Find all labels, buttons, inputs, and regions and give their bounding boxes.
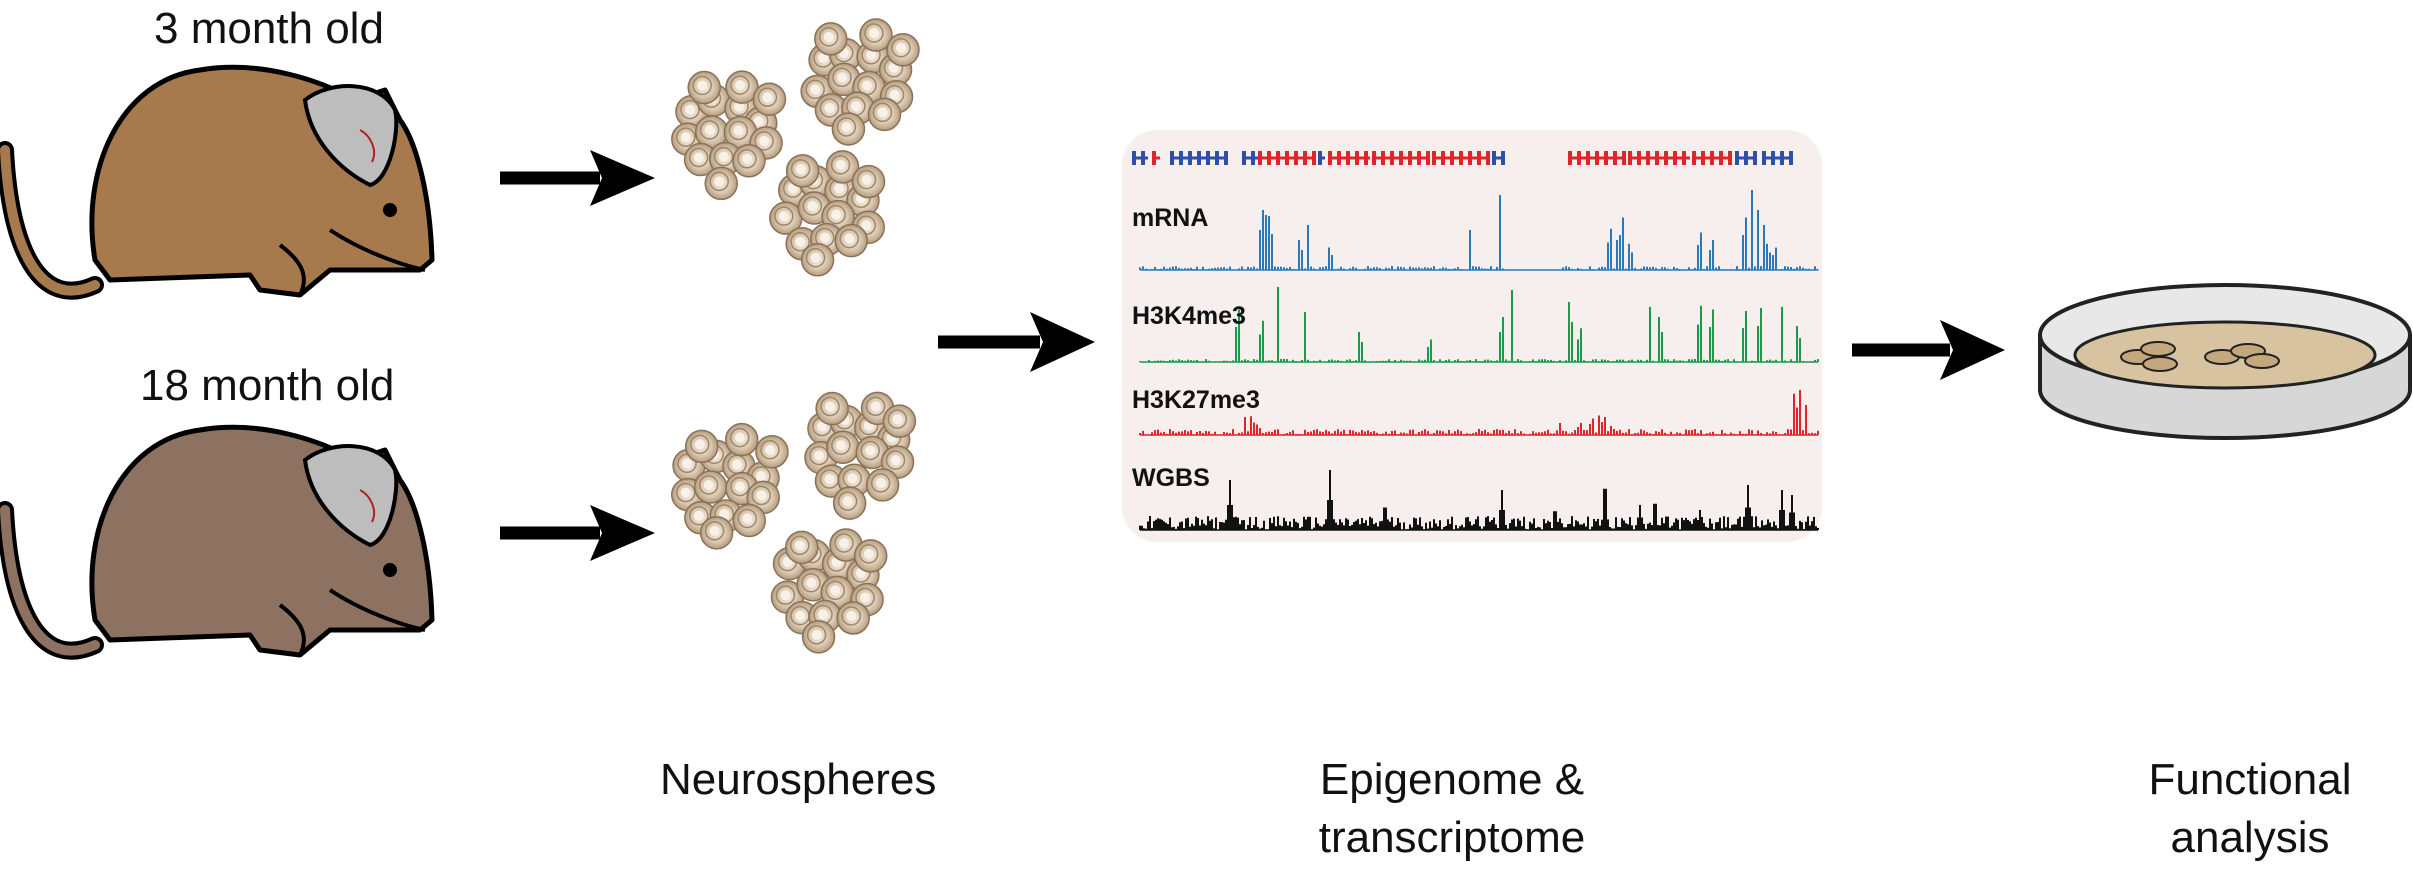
arrow-epigenome-to-functional <box>1852 320 2005 380</box>
neurosphere-cell <box>867 97 902 132</box>
neurosphere-cell <box>834 223 868 258</box>
neurosphere-cell <box>704 166 738 201</box>
signal-track-mrna <box>1139 190 1819 271</box>
epigenome-label-line1: Epigenome & <box>1319 755 1585 804</box>
functional-label: Functional analysis <box>2110 751 2390 867</box>
arrow-neurospheres-to-epigenome <box>938 312 1095 372</box>
neurosphere-cluster <box>671 422 789 550</box>
neurosphere-cell <box>725 70 759 104</box>
gene-model <box>1432 151 1490 165</box>
gene-model <box>1328 151 1370 165</box>
neurosphere-cell <box>815 391 849 426</box>
signal-track-h3k4me3 <box>1139 287 1819 363</box>
neurosphere-cell <box>785 530 819 565</box>
gene-model <box>1170 151 1228 165</box>
neurosphere-cluster <box>671 70 787 201</box>
track-label-wgbs: WGBS <box>1132 464 1210 492</box>
signal-track-wgbs <box>1139 470 1819 531</box>
gene-model <box>1242 151 1258 165</box>
functional-label-line1: Functional <box>2148 755 2352 804</box>
neurosphere-clusters <box>671 18 920 654</box>
neurosphere-cell <box>831 112 866 146</box>
neurosphere-cell <box>755 435 789 469</box>
neurosphere-cell <box>693 470 728 504</box>
neurosphere-cluster <box>770 528 888 654</box>
track-label-h3k4me3: H3K4me3 <box>1132 302 1246 330</box>
arrow-young-to-neurospheres <box>500 150 655 206</box>
gene-model <box>1568 151 1626 165</box>
gene-model <box>1132 151 1148 165</box>
signal-tracks <box>1139 190 1819 531</box>
gene-model <box>1762 151 1793 165</box>
epigenome-label: Epigenome & transcriptome <box>1262 751 1642 867</box>
neurosphere-cell <box>785 154 820 188</box>
signal-track-h3k27me3 <box>1139 390 1819 436</box>
neurosphere-cell <box>829 528 863 562</box>
epigenome-label-line2: transcriptome <box>1318 813 1586 862</box>
functional-label-line2: analysis <box>2170 813 2330 862</box>
gene-model <box>1318 151 1325 165</box>
neurosphere-cluster <box>804 391 917 520</box>
gene-model <box>1152 151 1160 165</box>
neurosphere-cell <box>859 18 893 52</box>
genome-browser-panel <box>1122 130 1822 542</box>
gene-model <box>1692 151 1732 165</box>
petri-dish-icon <box>2038 283 2412 440</box>
neurosphere-cell <box>882 404 917 438</box>
neurosphere-cell <box>687 70 721 105</box>
gene-model <box>1628 151 1690 165</box>
track-label-mrna: mRNA <box>1132 204 1209 232</box>
neurosphere-cell <box>826 430 860 465</box>
gene-annotation-track <box>1132 151 1793 165</box>
neurospheres-label: Neurospheres <box>660 755 937 804</box>
gene-model <box>1492 151 1505 165</box>
neurosphere-cell <box>752 82 787 116</box>
neurosphere-cell <box>699 516 734 550</box>
neurosphere-cell <box>865 468 900 502</box>
old-mouse-label: 18 month old <box>140 361 395 410</box>
neurosphere-cell <box>732 503 767 538</box>
gene-model <box>1735 151 1757 165</box>
mouse-old-icon <box>5 427 432 655</box>
neurosphere-cell <box>836 601 870 635</box>
neurosphere-cell <box>684 429 719 464</box>
neurosphere-cell <box>853 539 888 573</box>
neurosphere-cell <box>769 201 803 235</box>
neurosphere-cell <box>732 144 766 178</box>
neurosphere-cell <box>800 242 835 277</box>
mouse-young-icon <box>5 67 432 295</box>
arrow-old-to-neurospheres <box>500 505 655 561</box>
neurosphere-cell <box>724 422 759 457</box>
gene-model <box>1372 151 1430 165</box>
neurosphere-cell <box>814 22 848 56</box>
neurosphere-cell <box>851 164 886 199</box>
neurosphere-cell <box>825 150 860 184</box>
young-mouse-label: 3 month old <box>154 4 384 53</box>
neurosphere-cell <box>886 33 920 67</box>
track-label-h3k27me3: H3K27me3 <box>1132 386 1260 414</box>
gene-model <box>1258 151 1316 165</box>
neurosphere-cell <box>801 620 836 654</box>
neurosphere-cell <box>832 486 867 520</box>
neurosphere-cluster <box>769 150 886 277</box>
neurosphere-cluster <box>800 18 920 146</box>
